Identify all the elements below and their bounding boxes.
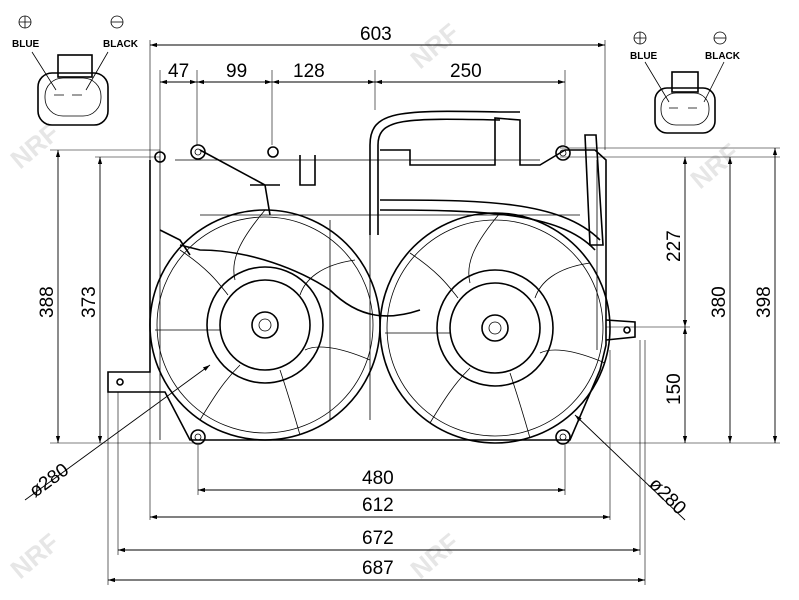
dim-480: 480 [362,468,394,489]
dim-47: 47 [168,61,189,82]
dim-603: 603 [360,24,392,45]
connector-left: BLUE BLACK [12,15,139,126]
dimension-labels: 603 47 99 128 250 388 373 227 150 380 39… [26,24,775,579]
shroud [107,110,636,445]
dim-687: 687 [362,558,394,579]
svg-text:BLUE: BLUE [12,39,40,50]
fan-right [379,212,611,444]
dim-250: 250 [450,61,482,82]
svg-text:NRF: NRF [5,117,65,174]
svg-text:BLACK: BLACK [103,39,139,50]
fan-left [149,209,381,441]
svg-text:BLACK: BLACK [705,51,741,62]
dim-128: 128 [293,61,325,82]
dim-150: 150 [664,373,685,405]
dim-388: 388 [37,286,58,318]
dimension-lines [24,42,778,583]
dim-373: 373 [79,286,100,318]
dim-fan-left-diameter: ø280 [26,460,73,502]
dim-398: 398 [754,286,775,318]
svg-text:NRF: NRF [685,137,745,194]
dim-672: 672 [362,528,394,549]
dim-227: 227 [664,230,685,262]
dim-380: 380 [709,286,730,318]
svg-text:NRF: NRF [405,527,465,584]
svg-text:NRF: NRF [5,527,65,584]
dim-fan-right-diameter: ø280 [644,474,689,519]
extension-lines [50,40,780,585]
svg-text:BLUE: BLUE [630,51,658,62]
dim-612: 612 [362,495,394,516]
connector-right: BLUE BLACK [630,31,741,134]
dim-99: 99 [226,61,247,82]
